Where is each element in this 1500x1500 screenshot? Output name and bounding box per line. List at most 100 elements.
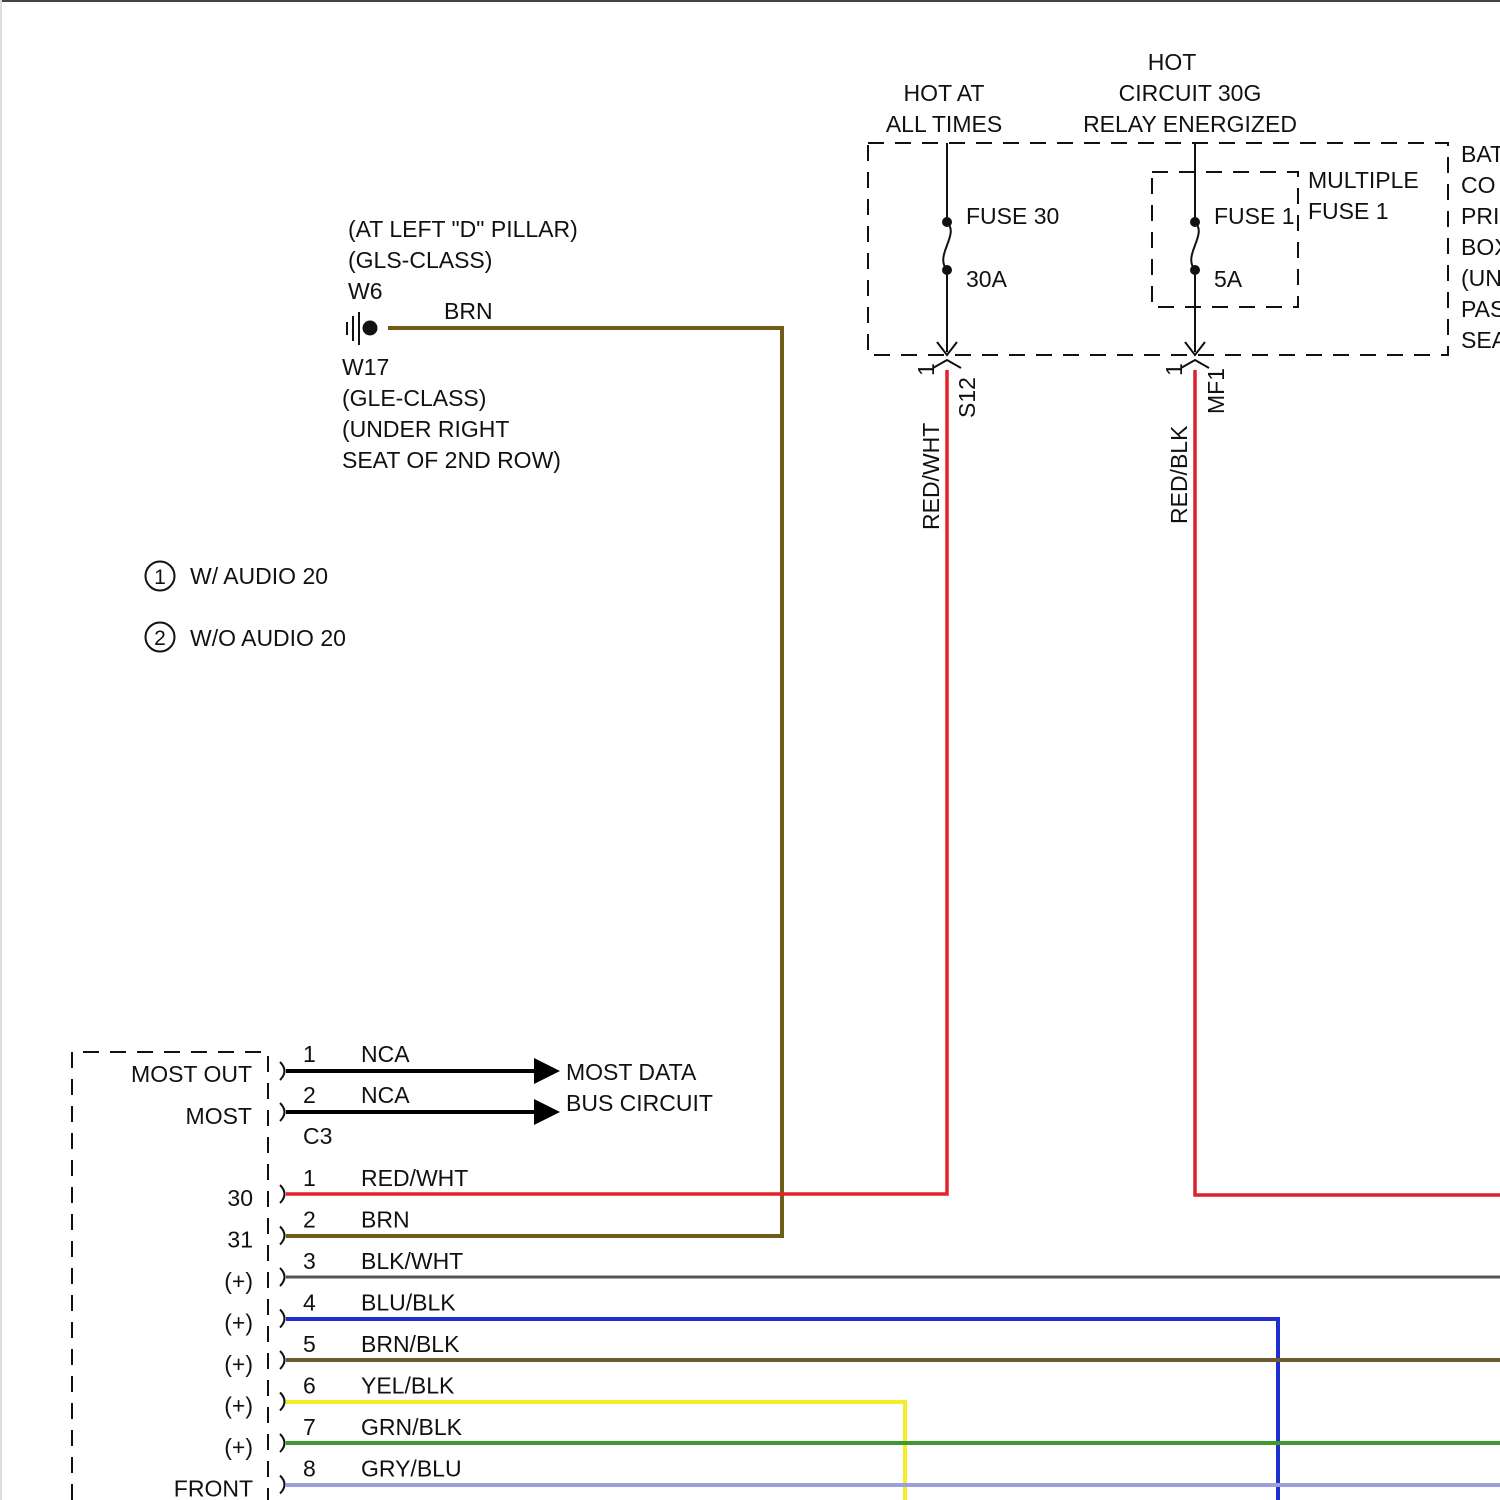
pin-number: 1	[303, 1165, 316, 1191]
ground-wire-label: BRN	[444, 298, 493, 324]
svg-text:HOT: HOT	[1148, 49, 1197, 75]
svg-text:2: 2	[154, 627, 166, 650]
pin-mark	[280, 1268, 285, 1286]
multiple-fuse-label: MULTIPLE FUSE 1	[1308, 167, 1419, 224]
pin-wire-color-label: BLU/BLK	[361, 1290, 456, 1316]
connector-pin-row: (+) 4 BLU/BLK	[224, 1290, 456, 1336]
svg-text:BAT: BAT	[1461, 141, 1500, 167]
pin-mark	[280, 1434, 285, 1452]
pin-function-label: 30	[227, 1185, 253, 1211]
pin-function-label: (+)	[224, 1393, 253, 1419]
svg-text:1: 1	[154, 566, 166, 589]
hot-at-all-times-label: HOT AT ALL TIMES	[886, 80, 1002, 137]
pin-wire-color-label: BRN	[361, 1207, 410, 1233]
connector-s12-label: S12	[954, 377, 980, 418]
ground-location-bottom: W17 (GLE-CLASS) (UNDER RIGHT SEAT OF 2ND…	[342, 354, 561, 473]
fuse-1-rating: 5A	[1214, 266, 1243, 292]
svg-text:ALL TIMES: ALL TIMES	[886, 111, 1002, 137]
connector-pin-row: FRONT 8 GRY/BLU	[174, 1456, 462, 1500]
connector-pin-row: 31 2 BRN	[227, 1207, 409, 1253]
connector-pin-row: (+) 6 YEL/BLK	[224, 1373, 455, 1419]
pin-function-label: (+)	[224, 1434, 253, 1460]
battery-box-label: BAT CO PRI BOX (UN PAS SEA	[1461, 141, 1500, 353]
pin-wire-color-label: BLK/WHT	[361, 1248, 463, 1274]
most-out-label: MOST OUT	[131, 1061, 252, 1087]
pin-number: 6	[303, 1373, 316, 1399]
pin-function-label: (+)	[224, 1268, 253, 1294]
svg-text:(UNDER RIGHT: (UNDER RIGHT	[342, 416, 509, 442]
svg-text:MULTIPLE: MULTIPLE	[1308, 167, 1419, 193]
wire-s12-label: RED/WHT	[918, 423, 944, 530]
connector-mf1-label: MF1	[1203, 368, 1229, 414]
wire-mf1-label: RED/BLK	[1166, 425, 1192, 524]
svg-text:W/ AUDIO 20: W/ AUDIO 20	[190, 563, 328, 589]
svg-text:W6: W6	[348, 278, 383, 304]
most-data-label: MOST DATA BUS CIRCUIT	[566, 1059, 713, 1116]
pin-mf1-label: 1	[1161, 363, 1187, 376]
wire-red-blk	[1195, 370, 1500, 1195]
pin-number: 3	[303, 1248, 316, 1274]
svg-text:PAS: PAS	[1461, 296, 1500, 322]
pin-function-label: (+)	[224, 1310, 253, 1336]
pin-function-label: (+)	[224, 1351, 253, 1377]
pin-mark	[280, 1185, 285, 1203]
svg-text:W17: W17	[342, 354, 389, 380]
pin-function-label: FRONT	[174, 1476, 253, 1500]
fuse-1-label: FUSE 1	[1214, 203, 1295, 229]
hot-circuit-30g-label: HOT CIRCUIT 30G RELAY ENERGIZED	[1083, 49, 1297, 137]
pin-mark	[280, 1227, 285, 1245]
pin-number: 7	[303, 1414, 316, 1440]
pin-mark	[280, 1310, 285, 1328]
fuse-30	[937, 143, 957, 355]
svg-text:PRI: PRI	[1461, 203, 1499, 229]
pin-number: 4	[303, 1290, 316, 1316]
legend-item-2: 2 W/O AUDIO 20	[146, 623, 346, 652]
most-pin-2-number: 2	[303, 1082, 316, 1108]
fuse-30-label: FUSE 30	[966, 203, 1059, 229]
most-pin-2-mark	[280, 1103, 285, 1121]
svg-text:(UN: (UN	[1461, 265, 1500, 291]
pin-mark	[280, 1476, 285, 1494]
pin-wire-color-label: RED/WHT	[361, 1165, 468, 1191]
ground-location-top: (AT LEFT "D" PILLAR) (GLS-CLASS) W6	[348, 216, 578, 304]
connector-c3-label: C3	[303, 1123, 332, 1149]
svg-text:BOX: BOX	[1461, 234, 1500, 260]
svg-text:(GLS-CLASS): (GLS-CLASS)	[348, 247, 492, 273]
pin-number: 2	[303, 1207, 316, 1233]
svg-text:W/O AUDIO 20: W/O AUDIO 20	[190, 625, 346, 651]
connector-pin-row: 30 1 RED/WHT	[227, 1165, 468, 1211]
pin-mark	[280, 1393, 285, 1411]
svg-text:CO: CO	[1461, 172, 1496, 198]
fuse-30-rating: 30A	[966, 266, 1008, 292]
svg-text:FUSE 1: FUSE 1	[1308, 198, 1389, 224]
ground-symbol	[347, 312, 378, 345]
most-pin-1-wire: NCA	[361, 1041, 410, 1067]
svg-text:RELAY ENERGIZED: RELAY ENERGIZED	[1083, 111, 1297, 137]
svg-text:HOT AT: HOT AT	[904, 80, 985, 106]
pin-number: 8	[303, 1456, 316, 1482]
most-pin-1-mark	[280, 1062, 285, 1080]
pin-wire-color-label: YEL/BLK	[361, 1373, 455, 1399]
svg-text:SEAT OF 2ND ROW): SEAT OF 2ND ROW)	[342, 447, 561, 473]
svg-text:CIRCUIT 30G: CIRCUIT 30G	[1119, 80, 1262, 106]
pin-number: 5	[303, 1331, 316, 1357]
pin-mark	[280, 1351, 285, 1369]
pin-function-label: 31	[227, 1227, 253, 1253]
legend-item-1: 1 W/ AUDIO 20	[146, 562, 329, 591]
fuse-1	[1185, 143, 1205, 355]
connector-pin-row: (+) 3 BLK/WHT	[224, 1248, 463, 1294]
svg-text:(AT LEFT "D" PILLAR): (AT LEFT "D" PILLAR)	[348, 216, 578, 242]
most-out-arrowhead	[534, 1058, 560, 1084]
most-pin-2-wire: NCA	[361, 1082, 410, 1108]
pin-wire-color-label: GRN/BLK	[361, 1414, 463, 1440]
svg-text:MOST DATA: MOST DATA	[566, 1059, 697, 1085]
wires	[286, 328, 1500, 1500]
connector-pin-row: (+) 5 BRN/BLK	[224, 1331, 460, 1377]
svg-text:(GLE-CLASS): (GLE-CLASS)	[342, 385, 486, 411]
pin-wire-color-label: GRY/BLU	[361, 1456, 462, 1482]
pin-wire-color-label: BRN/BLK	[361, 1331, 460, 1357]
pin-s12-label: 1	[913, 363, 939, 376]
most-pin-1-number: 1	[303, 1041, 316, 1067]
